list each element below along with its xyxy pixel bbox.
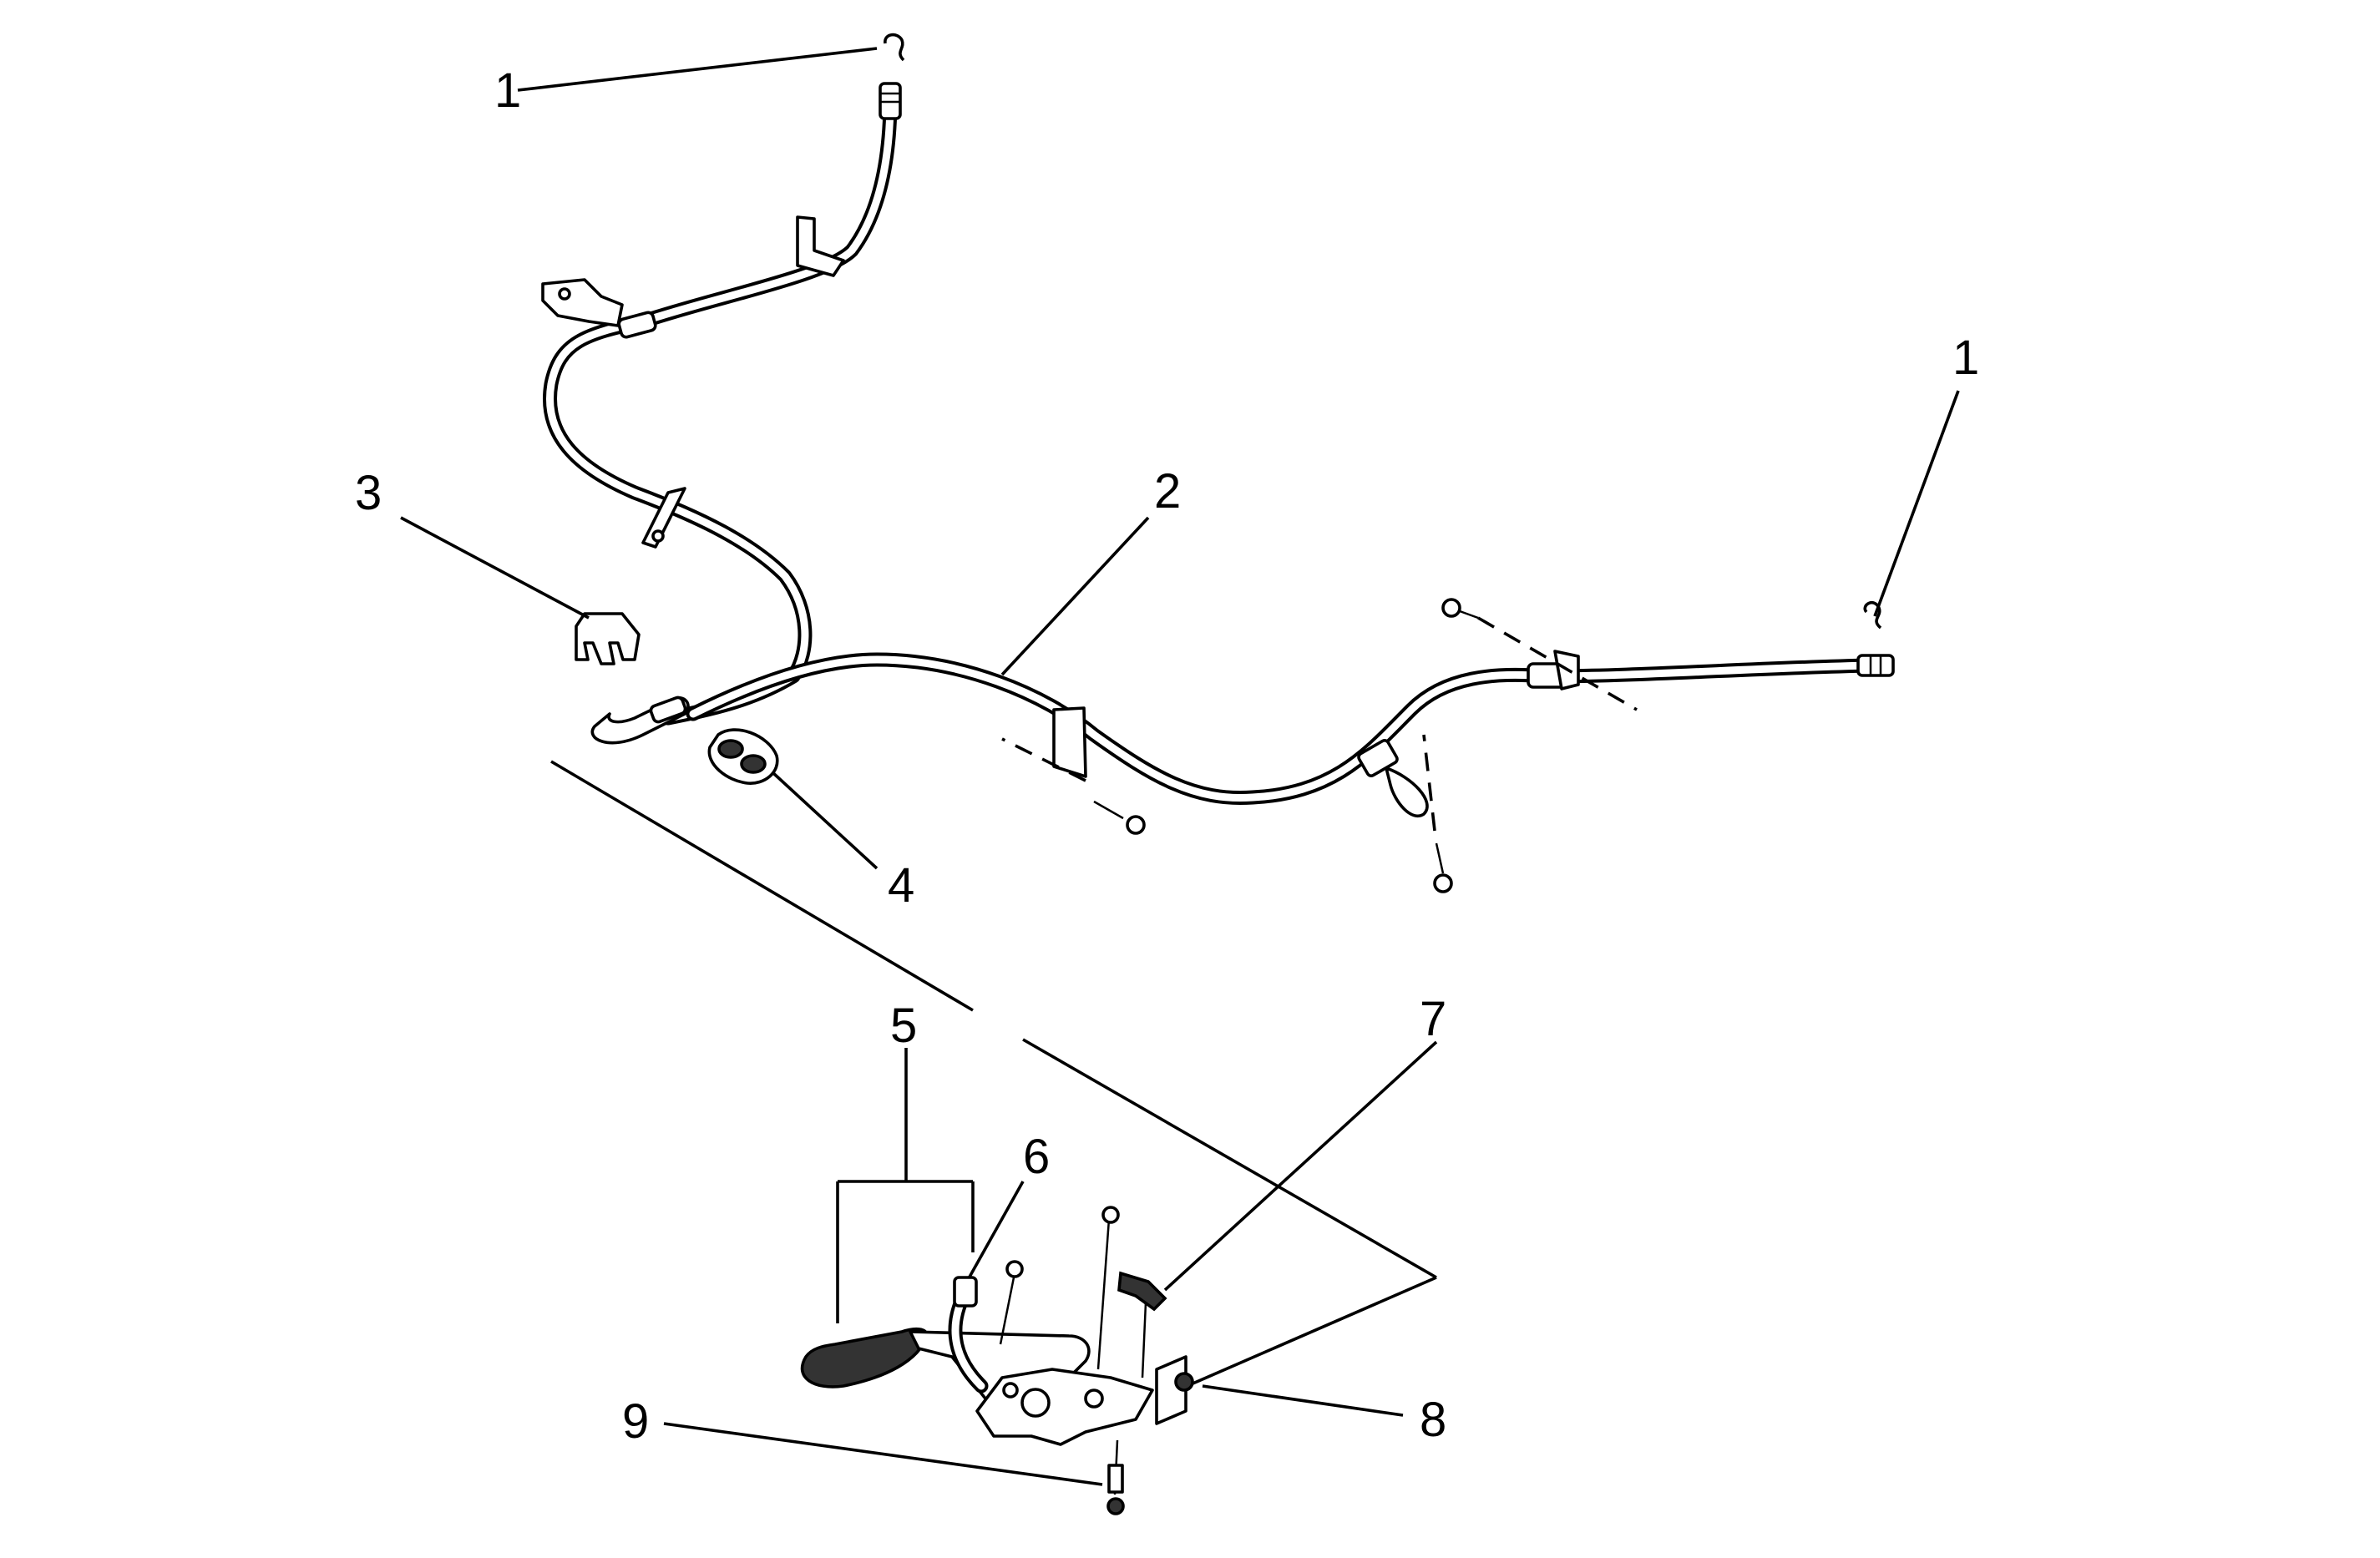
- callout-6: 6: [1023, 1130, 1050, 1184]
- callout-4: 4: [888, 858, 914, 913]
- callout-3: 3: [355, 466, 382, 520]
- callout-1-right: 1: [1952, 331, 1979, 385]
- bolt-upper-right: [1441, 598, 1638, 711]
- leader-lines: [400, 47, 1960, 1486]
- callout-1-left: 1: [494, 63, 521, 118]
- callout-8: 8: [1420, 1393, 1446, 1447]
- bolt-lower-right: [1422, 734, 1453, 893]
- retainer-clip-left: [884, 33, 905, 62]
- right-brake-cable: [686, 650, 1895, 817]
- callout-9: 9: [622, 1394, 649, 1449]
- callout-7: 7: [1420, 992, 1446, 1046]
- grommet: [707, 728, 779, 785]
- bolt-middle: [1001, 737, 1146, 835]
- left-brake-cable: [541, 82, 902, 745]
- callout-2: 2: [1154, 464, 1181, 518]
- parking-brake-lever-assembly: [800, 1206, 1194, 1515]
- cable-clip: [575, 612, 641, 665]
- callout-5: 5: [890, 999, 917, 1053]
